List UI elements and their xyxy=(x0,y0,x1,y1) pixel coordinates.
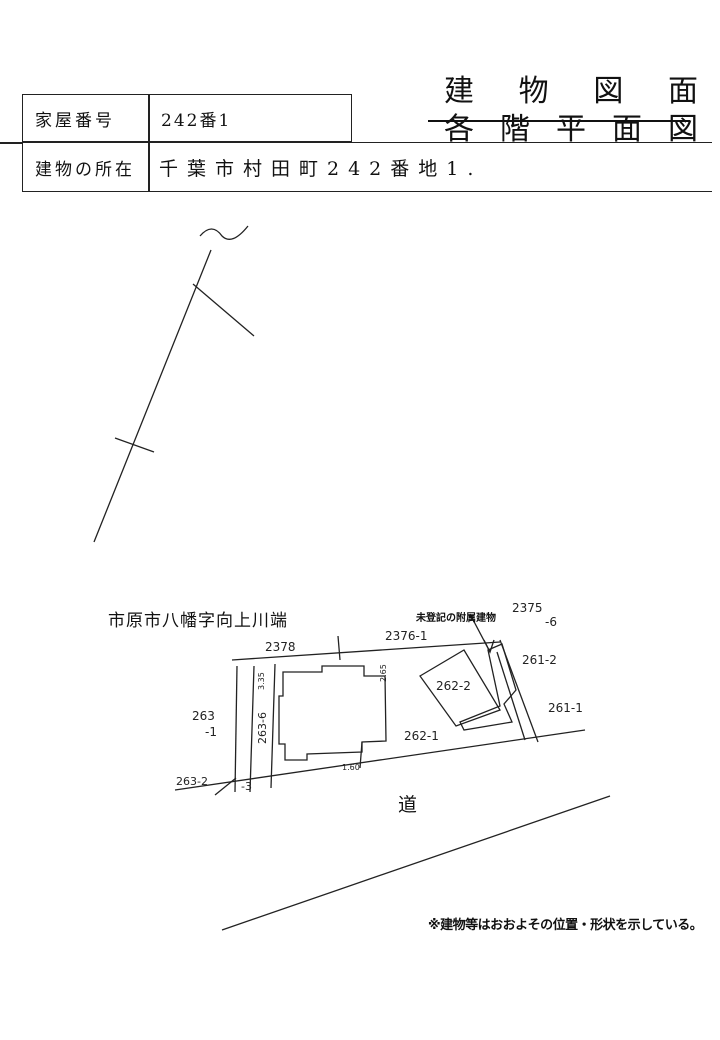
lot-top-boundary xyxy=(231,641,501,661)
location-label-cell: 建物の所在 xyxy=(22,142,150,192)
lot-bottom-left-tick xyxy=(214,777,237,796)
building-setback-line xyxy=(359,741,363,769)
north-arrow-crossbar xyxy=(114,437,155,453)
house-number-value-cell: 242番1 xyxy=(148,94,352,142)
parcel-261-2: 261-2 xyxy=(522,653,557,667)
main-building xyxy=(278,665,387,761)
lot-left-boundary-outer xyxy=(234,665,238,793)
north-arrow-line xyxy=(93,249,212,543)
house-number-label-cell: 家屋番号 xyxy=(22,94,150,142)
parcel-262-1: 262-1 xyxy=(404,729,439,743)
dimension-right: 2.65 xyxy=(379,664,388,682)
lot-bottom-boundary xyxy=(174,729,586,791)
parcel-2376-1: 2376-1 xyxy=(385,629,428,643)
parcel-263-3: -3 xyxy=(241,780,252,793)
title-char: 図 xyxy=(668,112,698,147)
title-char: 面 xyxy=(667,74,698,109)
title-building-drawing: 建 物 図 面 xyxy=(444,66,698,110)
lot-top-left-tick xyxy=(337,635,341,661)
parcel-2375: 2375 xyxy=(512,601,543,615)
dimension-left: 3.35 xyxy=(257,672,266,690)
footnote: ※建物等はおおよその位置・形状を示している。 xyxy=(428,918,703,933)
location-value: 千葉市村田町242番地1. xyxy=(159,157,483,180)
location-value-cell: 千葉市村田町242番地1. xyxy=(148,142,712,192)
building-262-2 xyxy=(419,649,501,727)
lot-left-boundary-inner xyxy=(249,665,255,793)
title-char: 物 xyxy=(518,74,549,109)
title-floor-plan-struck: 各 階 平 面 図 xyxy=(444,104,698,148)
parcel-263-2: 263-2 xyxy=(176,775,208,788)
house-number-value: 242番1 xyxy=(161,110,232,131)
location-label: 建物の所在 xyxy=(35,159,135,180)
parcel-263-6: 263-6 xyxy=(256,712,269,744)
lot-left-boundary-inner2 xyxy=(270,663,276,789)
parcel-2378: 2378 xyxy=(265,640,296,654)
title-char: 平 xyxy=(556,112,586,147)
parcel-263-1: 263 xyxy=(192,709,215,723)
strike-through-line xyxy=(428,120,690,122)
parcel-2375-suffix: -6 xyxy=(545,615,557,629)
header-rule xyxy=(0,142,22,144)
title-char: 図 xyxy=(593,74,624,109)
title-char: 各 xyxy=(444,112,474,147)
north-arrow-mark xyxy=(199,225,249,240)
dimension-bottom: 1.60 xyxy=(342,763,360,772)
north-arrow-tick xyxy=(192,283,255,337)
title-char: 面 xyxy=(612,112,642,147)
house-number-label: 家屋番号 xyxy=(35,110,115,131)
annex-label: 未登記の附属建物 xyxy=(416,613,496,624)
road-label: 道 xyxy=(398,794,418,816)
place-name: 市原市八幡字向上川端 xyxy=(108,611,288,631)
parcel-263-1-suffix: -1 xyxy=(205,725,217,739)
road-edge xyxy=(221,795,611,931)
parcel-261-1: 261-1 xyxy=(548,701,583,715)
title-char: 階 xyxy=(500,112,530,147)
annex-building xyxy=(459,643,517,731)
parcel-262-2: 262-2 xyxy=(436,679,471,693)
annex-pointer-head xyxy=(483,639,495,654)
title-char: 建 xyxy=(444,74,474,109)
